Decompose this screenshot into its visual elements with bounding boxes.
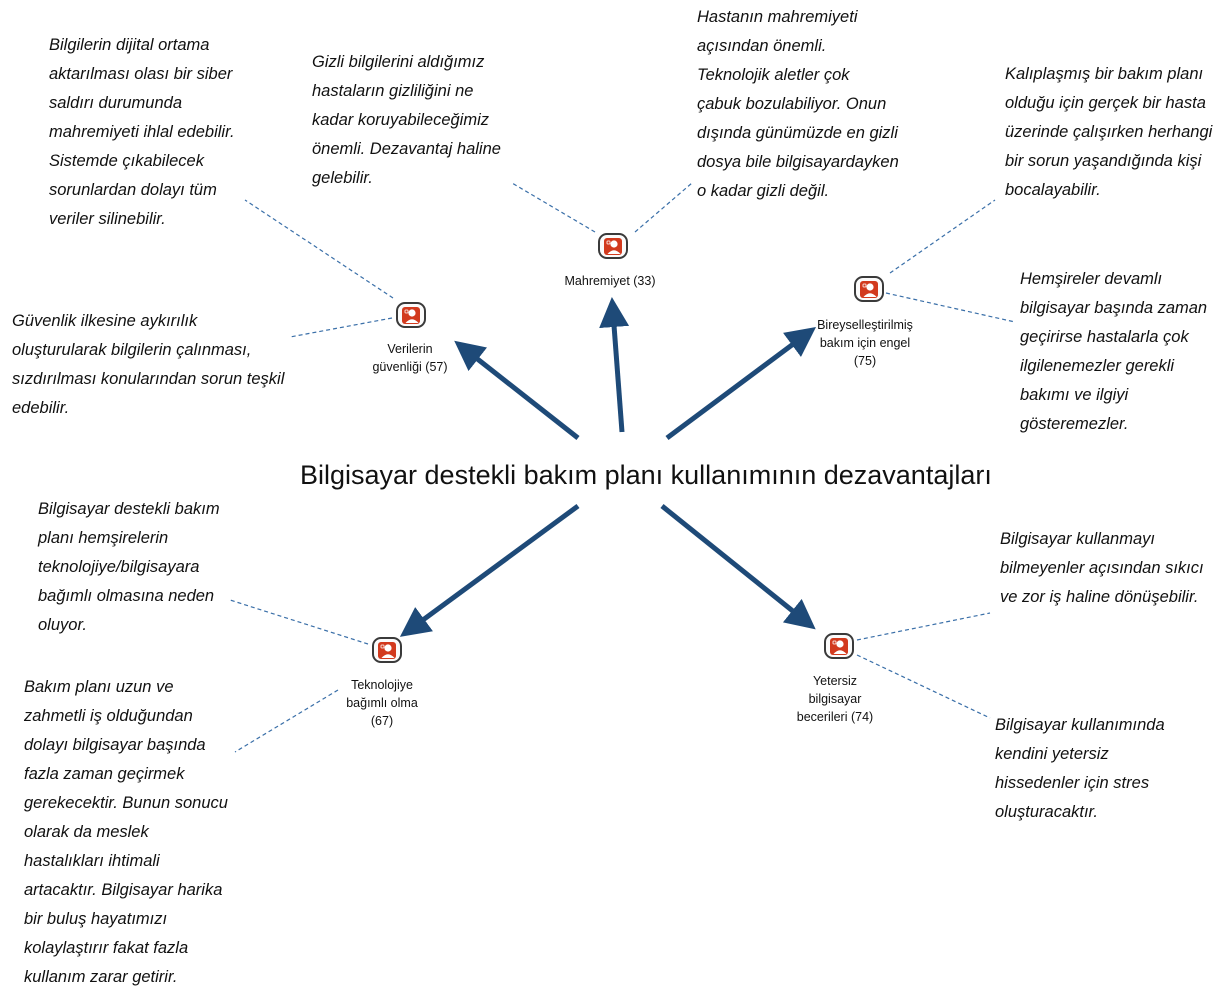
connector-yetersiz-quote-2	[856, 654, 991, 719]
connector-teknolojiye-quote-1	[229, 599, 369, 645]
node-label-verilerin-guvenligi: Verilerin güvenliği (57)	[372, 342, 448, 374]
arrow-to-verilerin-guvenligi	[454, 340, 580, 440]
person-glyph	[378, 642, 396, 659]
quote-teknolojiye-2: Bakım planı uzun ve zahmetli iş olduğund…	[24, 678, 228, 986]
node-label-bireysellestirilmis: Bireyselleştirilmiş bakım için engel (75…	[817, 318, 913, 368]
quote-mahremiyet-2: Hastanın mahremiyeti açısından önemli. T…	[697, 8, 899, 200]
person-code-icon	[854, 276, 884, 302]
arrow-to-bireysellestirilmis	[665, 327, 817, 441]
quote-bireysellestirilmis-2: Hemşireler devamlı bilgisayar başında za…	[1020, 270, 1208, 433]
quote-verilerin-1: Bilgilerin dijital ortama aktarılması ol…	[49, 36, 235, 228]
arrow-to-yetersiz-beceriler	[660, 504, 816, 630]
node-label-mahremiyet: Mahremiyet (33)	[564, 274, 656, 288]
person-code-icon	[396, 302, 426, 328]
person-code-icon	[824, 633, 854, 659]
node-label-teknolojiye-bagimli: Teknolojiye bağımlı olma (67)	[346, 678, 418, 728]
connector-verilerin-quote-2	[289, 317, 393, 338]
quote-bireysellestirilmis-1: Kalıplaşmış bir bakım planı olduğu için …	[1005, 65, 1213, 199]
connector-yetersiz-quote-1	[856, 612, 991, 641]
person-glyph	[860, 281, 878, 298]
quote-yetersiz-1: Bilgisayar kullanmayı bilmeyenler açısın…	[1000, 530, 1204, 606]
person-glyph	[830, 638, 848, 655]
connector-mahremiyet-quote-2	[634, 182, 693, 233]
node-label-yetersiz-beceriler: Yetersiz bilgisayar becerileri (74)	[796, 674, 874, 724]
person-glyph	[402, 307, 420, 324]
quote-mahremiyet-1: Gizli bilgilerini aldığımız hastaların g…	[312, 53, 501, 187]
connector-verilerin-quote-1	[244, 199, 394, 299]
person-code-icon	[372, 637, 402, 663]
connector-bireysellestirilmis-quote-1	[889, 199, 996, 274]
person-glyph	[604, 238, 622, 255]
arrow-to-teknolojiye-bagimli	[399, 503, 580, 637]
person-code-icon	[598, 233, 628, 259]
connector-teknolojiye-quote-2	[234, 689, 339, 753]
connector-mahremiyet-quote-1	[511, 182, 596, 233]
central-topic: Bilgisayar destekli bakım planı kullanım…	[300, 460, 992, 490]
connector-bireysellestirilmis-quote-2	[885, 292, 1016, 323]
arrow-to-mahremiyet	[599, 297, 630, 433]
quote-teknolojiye-1: Bilgisayar destekli bakım planı hemşirel…	[38, 500, 220, 634]
quote-yetersiz-2: Bilgisayar kullanımında kendini yetersiz…	[995, 716, 1165, 821]
quote-verilerin-2: Güvenlik ilkesine aykırılık oluşturulara…	[12, 312, 285, 417]
